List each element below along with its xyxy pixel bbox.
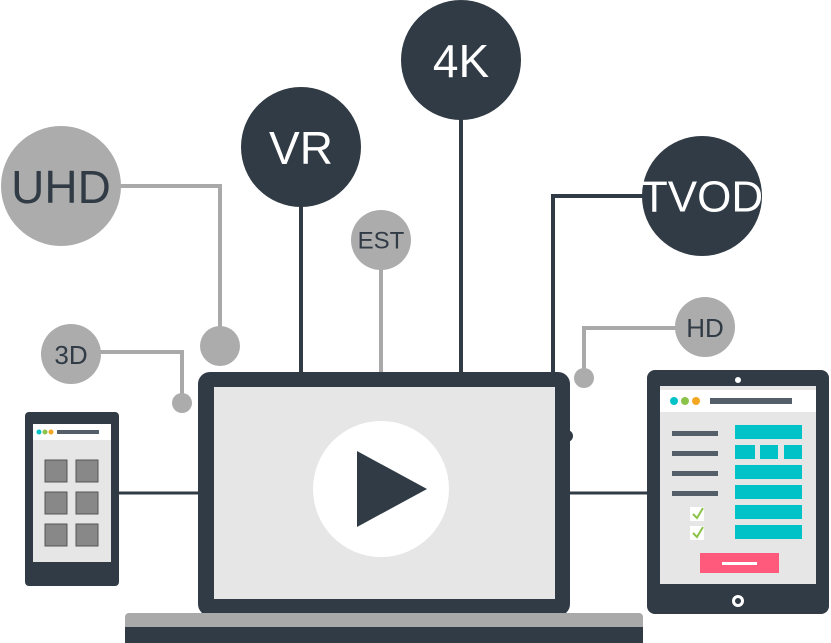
phone-url-bar — [57, 430, 99, 434]
bubble-label-est: EST — [358, 228, 405, 255]
phone-dot-green — [42, 429, 48, 435]
connector-uhd — [118, 184, 222, 330]
bubble-tvod: TVOD — [641, 136, 763, 256]
tablet-home-button-inner — [735, 598, 741, 604]
bubble-vr: VR — [241, 87, 361, 207]
tablet-dot-orange — [692, 397, 700, 405]
bubble-label-4k: 4K — [433, 35, 490, 87]
tablet-form-labels — [672, 431, 718, 496]
checkmark-icon — [692, 526, 704, 539]
bubble-label-tvod: TVOD — [641, 173, 763, 222]
connector-hd — [582, 326, 676, 374]
connector-3d — [98, 350, 184, 400]
laptop-side-button — [561, 430, 573, 442]
laptop — [125, 372, 643, 643]
bubble-label-3d: 3D — [54, 340, 87, 370]
bubble-hd: HD — [675, 297, 735, 357]
bubble-label-vr: VR — [269, 122, 333, 174]
play-button[interactable] — [313, 421, 449, 557]
terminal-dot-uhd — [200, 326, 240, 366]
terminal-dot-3d — [172, 393, 192, 413]
tablet-camera — [735, 377, 741, 383]
phone-thumbnail-grid — [44, 459, 99, 547]
tablet-dot-teal — [670, 397, 678, 405]
play-icon — [357, 451, 427, 527]
laptop-base-edge — [125, 627, 643, 643]
phone — [25, 412, 119, 586]
connector-lines — [98, 118, 676, 495]
bubble-label-hd: HD — [686, 313, 724, 343]
tablet-submit-button[interactable] — [700, 553, 779, 573]
tablet-checkbox-2[interactable] — [690, 526, 704, 540]
connector-tvod — [551, 194, 644, 372]
terminal-dot-hd — [574, 368, 594, 388]
tablet-form-fields — [735, 425, 802, 539]
tablet — [647, 370, 829, 614]
bubble-3d: 3D — [41, 324, 101, 384]
tablet-url-bar — [710, 398, 792, 404]
tablet-dot-green — [681, 397, 689, 405]
phone-dot-orange — [48, 429, 54, 435]
checkmark-icon — [692, 507, 704, 520]
bubble-est: EST — [351, 210, 411, 270]
bubble-4k: 4K — [401, 0, 521, 120]
phone-dot-teal — [36, 429, 42, 435]
bubble-uhd: UHD — [1, 126, 121, 246]
bubble-label-uhd: UHD — [11, 161, 111, 213]
tablet-checkbox-1[interactable] — [690, 507, 704, 521]
